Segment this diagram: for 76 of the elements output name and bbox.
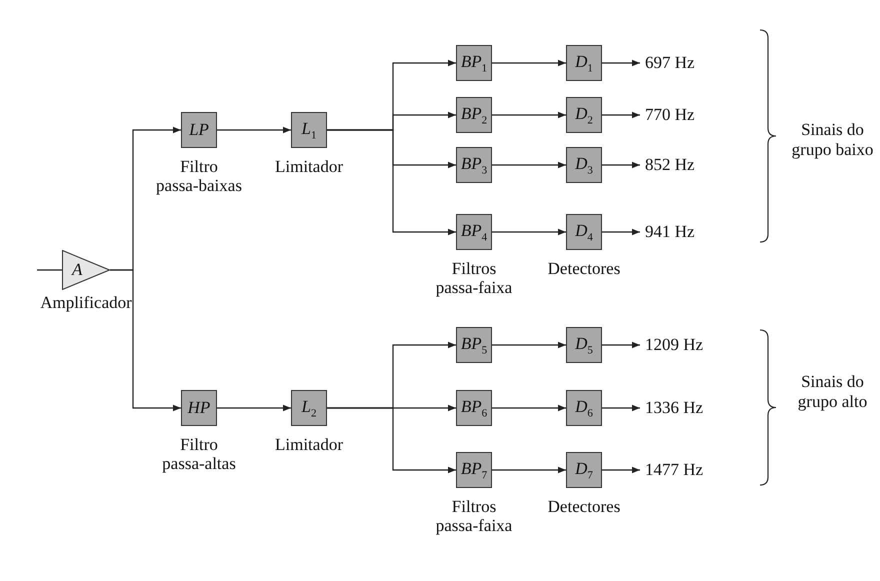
block-box bbox=[566, 390, 602, 426]
arrow bbox=[602, 466, 640, 474]
block-label: BP$_{4}$ bbox=[460, 220, 488, 244]
signal-line bbox=[37, 269, 62, 271]
arrow bbox=[602, 342, 640, 348]
block-label: LP bbox=[189, 120, 209, 140]
arrow bbox=[492, 404, 566, 412]
block-label: A bbox=[72, 260, 82, 280]
node-label: Limitador bbox=[274, 436, 344, 455]
group-label: Sinais do grupo alto bbox=[796, 372, 868, 412]
block-box bbox=[566, 147, 602, 183]
arrow bbox=[492, 112, 566, 118]
block-label: BP$_{5}$ bbox=[460, 334, 488, 356]
block-label: BP$_{3}$ bbox=[460, 154, 488, 176]
block-label: D$_{2}$ bbox=[575, 104, 593, 126]
group-label: Sinais do grupo baixo bbox=[790, 120, 874, 160]
block-box bbox=[456, 390, 492, 426]
block-box bbox=[566, 452, 602, 488]
arrow bbox=[492, 162, 566, 168]
frequency-label: 1477 Hz bbox=[645, 460, 704, 480]
arrow bbox=[327, 129, 456, 236]
node-label: Detectores bbox=[546, 498, 622, 517]
block-box bbox=[456, 45, 492, 81]
block-box bbox=[456, 452, 492, 488]
frequency-label: 697 Hz bbox=[645, 53, 695, 73]
block-box bbox=[566, 97, 602, 133]
block-box bbox=[291, 112, 327, 148]
arrow bbox=[492, 342, 566, 348]
node-label: Limitador bbox=[274, 158, 344, 177]
node-label: Filtros passa-faixa bbox=[434, 498, 514, 536]
arrow bbox=[602, 162, 640, 168]
arrow bbox=[217, 404, 291, 412]
block-box bbox=[181, 390, 217, 426]
arrow bbox=[217, 126, 291, 134]
arrow bbox=[327, 407, 456, 474]
block-label: L$_{1}$ bbox=[302, 118, 316, 142]
frequency-label: 1209 Hz bbox=[645, 335, 704, 355]
block-label: BP$_{2}$ bbox=[460, 104, 488, 126]
block-box bbox=[566, 327, 602, 363]
block-label: BP$_{1}$ bbox=[460, 52, 488, 74]
node-label: Filtro passa-altas bbox=[161, 436, 237, 474]
block-box bbox=[291, 390, 327, 426]
block-label: L$_{2}$ bbox=[302, 396, 316, 420]
amplifier-triangle bbox=[62, 250, 110, 290]
block-label: D$_{1}$ bbox=[575, 52, 593, 74]
frequency-label: 1336 Hz bbox=[645, 398, 704, 418]
block-box bbox=[566, 45, 602, 81]
block-box bbox=[566, 214, 602, 250]
block-label: HP bbox=[188, 398, 210, 418]
node-label: Filtro passa-baixas bbox=[155, 158, 243, 196]
block-box bbox=[456, 327, 492, 363]
arrow bbox=[602, 60, 640, 66]
arrow bbox=[492, 466, 566, 474]
block-box bbox=[181, 112, 217, 148]
block-box bbox=[456, 214, 492, 250]
arrow bbox=[602, 404, 640, 412]
frequency-label: 941 Hz bbox=[645, 222, 695, 242]
arrow bbox=[602, 228, 640, 236]
block-label: BP$_{7}$ bbox=[460, 458, 488, 482]
block-label: D$_{6}$ bbox=[575, 396, 593, 420]
frequency-label: 770 Hz bbox=[645, 105, 695, 125]
node-label: Filtros passa-faixa bbox=[434, 260, 514, 298]
block-label: D$_{5}$ bbox=[575, 334, 593, 356]
arrow bbox=[110, 269, 181, 412]
block-box bbox=[456, 147, 492, 183]
arrow bbox=[602, 112, 640, 118]
node-label: Detectores bbox=[546, 260, 622, 279]
block-label: BP$_{6}$ bbox=[460, 396, 488, 420]
block-label: D$_{3}$ bbox=[575, 154, 593, 176]
block-label: D$_{4}$ bbox=[575, 220, 593, 244]
frequency-label: 852 Hz bbox=[645, 155, 695, 175]
arrow bbox=[492, 228, 566, 236]
block-box bbox=[456, 97, 492, 133]
block-label: D$_{7}$ bbox=[575, 458, 593, 482]
node-label: Amplificador bbox=[39, 294, 133, 313]
arrow bbox=[492, 60, 566, 66]
